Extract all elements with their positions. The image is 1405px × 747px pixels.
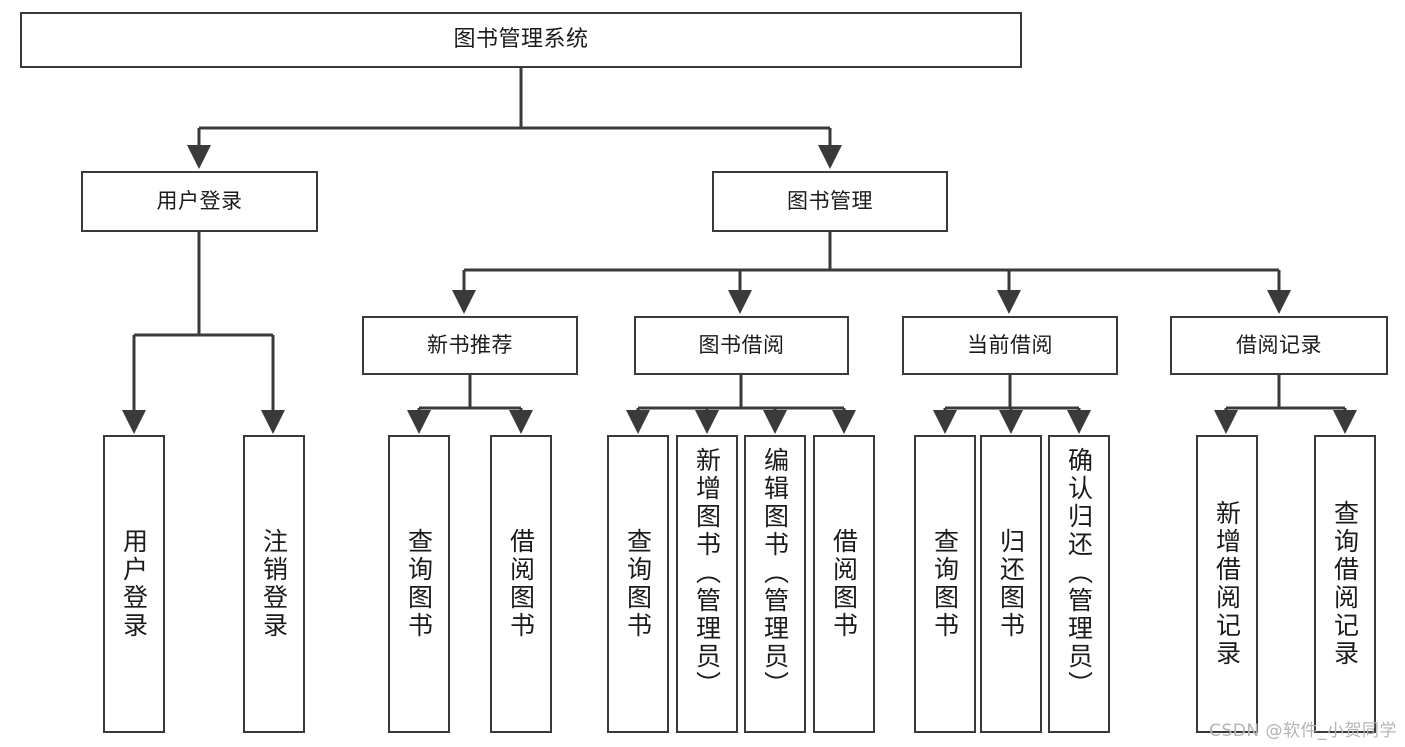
leaf-logout-login[interactable]: 注销登录 — [243, 435, 305, 733]
node-user-login-label: 用户登录 — [156, 189, 243, 214]
leaf-user-login[interactable]: 用户登录 — [103, 435, 165, 733]
leaf-logout-login-label: 注销登录 — [259, 528, 289, 640]
leaf-add-book-label: 新增图书（管理员） — [692, 447, 722, 699]
leaf-edit-book[interactable]: 编辑图书（管理员） — [744, 435, 806, 733]
leaf-borrow-book-1[interactable]: 借阅图书 — [490, 435, 552, 733]
leaf-return-book[interactable]: 归还图书 — [980, 435, 1042, 733]
node-borrow-record-label: 借阅记录 — [1236, 333, 1322, 358]
node-root[interactable]: 图书管理系统 — [20, 12, 1022, 68]
leaf-query-record-label: 查询借阅记录 — [1330, 500, 1360, 668]
leaf-borrow-book-2[interactable]: 借阅图书 — [813, 435, 875, 733]
leaf-query-book-2[interactable]: 查询图书 — [607, 435, 669, 733]
node-borrow-record[interactable]: 借阅记录 — [1170, 316, 1388, 375]
node-user-login[interactable]: 用户登录 — [81, 171, 318, 232]
leaf-query-book-1-label: 查询图书 — [404, 528, 434, 640]
node-root-label: 图书管理系统 — [453, 27, 589, 53]
leaf-add-record[interactable]: 新增借阅记录 — [1196, 435, 1258, 733]
leaf-query-book-3[interactable]: 查询图书 — [914, 435, 976, 733]
leaf-query-book-3-label: 查询图书 — [930, 528, 960, 640]
csdn-watermark: CSDN @软件_小贺同学 — [1209, 721, 1397, 741]
node-book-manage-label: 图书管理 — [787, 189, 873, 214]
leaf-borrow-book-2-label: 借阅图书 — [829, 528, 859, 640]
node-book-manage[interactable]: 图书管理 — [712, 171, 948, 232]
node-book-borrow[interactable]: 图书借阅 — [634, 316, 849, 375]
leaf-confirm-return-label: 确认归还（管理员） — [1064, 447, 1094, 699]
leaf-query-record[interactable]: 查询借阅记录 — [1314, 435, 1376, 733]
leaf-user-login-label: 用户登录 — [119, 528, 149, 640]
leaf-edit-book-label: 编辑图书（管理员） — [760, 447, 790, 699]
leaf-return-book-label: 归还图书 — [996, 528, 1026, 640]
node-new-book-recommend-label: 新书推荐 — [427, 333, 513, 358]
leaf-add-book[interactable]: 新增图书（管理员） — [676, 435, 738, 733]
node-current-borrow-label: 当前借阅 — [967, 333, 1053, 358]
node-new-book-recommend[interactable]: 新书推荐 — [362, 316, 578, 375]
leaf-add-record-label: 新增借阅记录 — [1212, 500, 1242, 668]
leaf-query-book-2-label: 查询图书 — [623, 528, 653, 640]
leaf-query-book-1[interactable]: 查询图书 — [388, 435, 450, 733]
node-book-borrow-label: 图书借阅 — [698, 333, 785, 358]
node-current-borrow[interactable]: 当前借阅 — [902, 316, 1118, 375]
leaf-confirm-return[interactable]: 确认归还（管理员） — [1048, 435, 1110, 733]
leaf-borrow-book-1-label: 借阅图书 — [506, 528, 536, 640]
